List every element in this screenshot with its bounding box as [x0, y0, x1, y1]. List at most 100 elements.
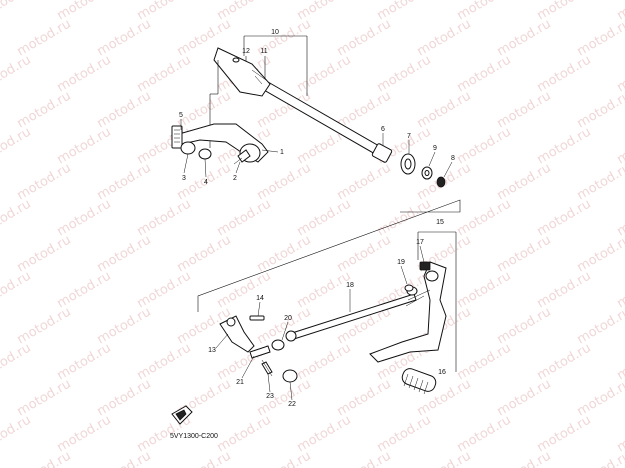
shift-pedal-assembly: [219, 231, 457, 395]
leader-lines: [180, 119, 453, 401]
watermark-text: motod.ru: [575, 305, 625, 348]
callout-4: 4: [204, 179, 208, 186]
watermark-text: motod.ru: [535, 53, 594, 96]
watermark-text: motod.ru: [0, 197, 34, 240]
watermark-text: motod.ru: [535, 413, 594, 456]
watermark-text: motod.ru: [495, 305, 554, 348]
callout-19: 19: [397, 259, 405, 266]
watermark-text: motod.ru: [495, 161, 554, 204]
callout-14: 14: [256, 295, 264, 302]
watermark-text: motod.ru: [575, 449, 625, 468]
watermark-text: motod.ru: [615, 413, 625, 456]
watermark-text: motod.ru: [335, 449, 394, 468]
callout-1: 1: [280, 149, 284, 156]
watermark-text: motod.ru: [455, 197, 514, 240]
watermark-text: motod.ru: [135, 341, 194, 384]
watermark-text: motod.ru: [575, 161, 625, 204]
drawing-code: 5VY1300-C200: [170, 433, 218, 440]
callout-16: 16: [438, 369, 446, 376]
watermark-text: motod.ru: [95, 377, 154, 420]
watermark-text: motod.ru: [615, 269, 625, 312]
watermark-text: motod.ru: [95, 161, 154, 204]
watermark-text: motod.ru: [415, 449, 474, 468]
callout-7: 7: [407, 133, 411, 140]
watermark-text: motod.ru: [615, 53, 625, 96]
watermark-text: motod.ru: [95, 233, 154, 276]
watermark-text: motod.ru: [255, 161, 314, 204]
watermark-text: motod.ru: [0, 413, 34, 456]
watermark-text: motod.ru: [255, 305, 314, 348]
watermark-text: motod.ru: [295, 53, 354, 96]
watermark-text: motod.ru: [615, 197, 625, 240]
watermark-text: motod.ru: [575, 17, 625, 60]
callout-15: 15: [436, 219, 444, 226]
watermark-text: motod.ru: [495, 233, 554, 276]
watermark-text: motod.ru: [495, 449, 554, 468]
watermark-text: motod.ru: [135, 53, 194, 96]
watermark-text: motod.ru: [295, 269, 354, 312]
watermark-text: motod.ru: [495, 377, 554, 420]
watermark-text: motod.ru: [215, 413, 274, 456]
callout-6: 6: [381, 126, 385, 133]
watermark-text: motod.ru: [0, 0, 34, 23]
callout-labels: 10 12 11 5 1 6 7 9 8 3 4 2 15 17 19 18 1…: [179, 29, 455, 408]
watermark-text: motod.ru: [335, 161, 394, 204]
watermark-text: motod.ru: [15, 305, 74, 348]
watermark-text: motod.ru: [0, 125, 34, 168]
watermark-text: motod.ru: [0, 269, 34, 312]
watermark-text: motod.ru: [95, 89, 154, 132]
callout-8: 8: [451, 155, 455, 162]
callout-20: 20: [284, 315, 292, 322]
callout-17: 17: [416, 239, 424, 246]
watermark-text: motod.ru: [615, 341, 625, 384]
watermark-text: motod.ru: [0, 53, 34, 96]
watermark-text: motod.ru: [535, 341, 594, 384]
watermark-text: motod.ru: [335, 377, 394, 420]
watermark-text: motod.ru: [295, 341, 354, 384]
callout-23: 23: [266, 393, 274, 400]
watermark-text: motod.ru: [215, 269, 274, 312]
watermark-text: motod.ru: [95, 449, 154, 468]
watermark-text: motod.ru: [335, 17, 394, 60]
callout-10: 10: [271, 29, 279, 36]
shift-shaft-assembly: [170, 35, 446, 188]
watermark-text: motod.ru: [175, 449, 234, 468]
watermark-text: motod.ru: [55, 197, 114, 240]
section-divider: [197, 199, 461, 312]
watermark-text: motod.ru: [375, 53, 434, 96]
watermark-text: motod.ru: [15, 17, 74, 60]
watermark-text: motod.ru: [15, 449, 74, 468]
watermark-text: motod.ru: [55, 269, 114, 312]
watermark-text: motod.ru: [15, 377, 74, 420]
watermark-text: motod.ru: [255, 449, 314, 468]
watermark-text: motod.ru: [615, 0, 625, 23]
watermark-text: motod.ru: [535, 125, 594, 168]
watermark-text: motod.ru: [215, 197, 274, 240]
watermark-text: motod.ru: [495, 89, 554, 132]
watermark-text: motod.ru: [415, 17, 474, 60]
watermark-text: motod.ru: [15, 233, 74, 276]
watermark-text: motod.ru: [455, 269, 514, 312]
watermark-text: motod.ru: [455, 413, 514, 456]
watermark-text: motod.ru: [615, 125, 625, 168]
watermark-text: motod.ru: [535, 197, 594, 240]
watermark-text: motod.ru: [55, 341, 114, 384]
watermark-text: motod.ru: [55, 125, 114, 168]
callout-11: 11: [260, 48, 267, 55]
footpeg-rubber: [401, 368, 437, 395]
front-arrow-icon: [171, 405, 193, 425]
callout-21: 21: [236, 379, 244, 386]
callout-9: 9: [433, 145, 437, 152]
watermark-text: motod.ru: [55, 53, 114, 96]
watermark-text: motod.ru: [375, 413, 434, 456]
watermark-text: motod.ru: [455, 125, 514, 168]
watermark-text: motod.ru: [575, 233, 625, 276]
watermark-text: motod.ru: [415, 89, 474, 132]
watermark-text: motod.ru: [335, 233, 394, 276]
watermark-text: motod.ru: [135, 269, 194, 312]
callout-18: 18: [346, 282, 354, 289]
watermark-text: motod.ru: [15, 89, 74, 132]
